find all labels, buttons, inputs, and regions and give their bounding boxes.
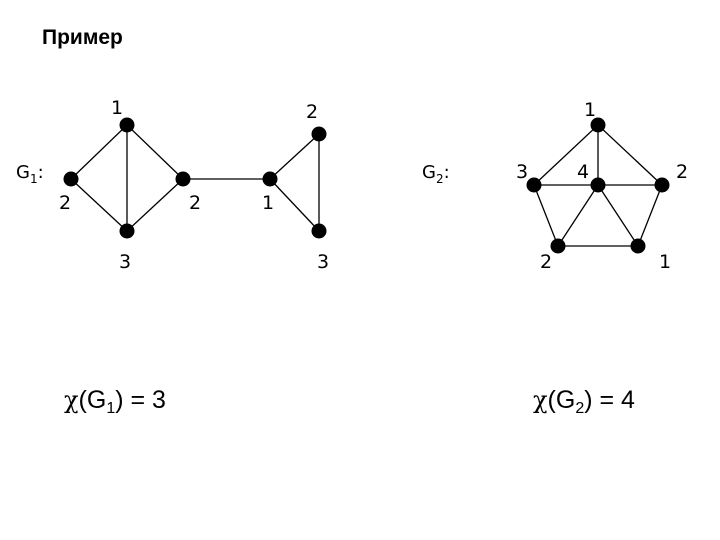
g2-node-bottomright: [630, 238, 646, 254]
graph-g1-name: G1:: [16, 162, 44, 186]
g2-label-bottomright: 1: [659, 251, 671, 273]
g1-node-f: [311, 126, 327, 142]
g1-label-c: 3: [119, 251, 131, 273]
g2-label-center: 4: [577, 161, 589, 183]
g1-edge-c-d: [126, 178, 184, 232]
g1-node-g: [311, 223, 327, 239]
g1-edge-e-f: [269, 133, 320, 180]
g2-edge-top-right: [597, 124, 663, 186]
g2-edge-left-bottomleft: [533, 184, 559, 247]
g2-node-right: [654, 177, 670, 193]
chromatic-number-g2: χ(G2) = 4: [533, 386, 635, 417]
g1-node-a: [119, 117, 135, 133]
g1-node-e: [262, 171, 278, 187]
g1-edge-e-g: [269, 178, 320, 232]
chi-symbol: χ: [533, 386, 548, 414]
g1-label-b: 2: [59, 192, 71, 214]
chi-symbol: χ: [64, 386, 79, 414]
g2-label-bottomleft: 2: [540, 251, 552, 273]
g1-label-f: 2: [306, 101, 318, 123]
g1-edge-b-c: [70, 178, 128, 232]
g1-node-c: [119, 223, 135, 239]
slide-title: Пример: [42, 26, 123, 49]
g1-label-g: 3: [317, 251, 329, 273]
g1-label-a: 1: [111, 97, 123, 119]
g2-edge-right-bottomright: [637, 184, 663, 247]
g1-label-d: 2: [189, 192, 201, 214]
graph-g1: G1: 1 2 3 2 1 2 3: [16, 97, 329, 273]
g2-node-center: [590, 177, 606, 193]
g1-edge-a-b: [70, 124, 128, 180]
g2-node-left: [526, 177, 542, 193]
graph-g2-name: G2:: [422, 162, 450, 186]
g1-edge-a-d: [126, 124, 184, 180]
g2-edge-center-bottomleft: [557, 184, 599, 247]
g2-edge-center-bottomright: [597, 184, 639, 247]
g2-node-top: [590, 117, 606, 133]
g2-label-left: 3: [516, 161, 528, 183]
chromatic-number-g1: χ(G1) = 3: [64, 386, 166, 417]
g2-edge-top-left: [533, 124, 599, 186]
g2-node-bottomleft: [550, 238, 566, 254]
g2-label-top: 1: [584, 99, 596, 121]
g1-node-d: [175, 171, 191, 187]
graph-g2: G2: 1 3 4 2 2 1: [422, 99, 688, 273]
g1-node-b: [63, 171, 79, 187]
g1-label-e: 1: [262, 192, 274, 214]
g2-label-right: 2: [676, 161, 688, 183]
